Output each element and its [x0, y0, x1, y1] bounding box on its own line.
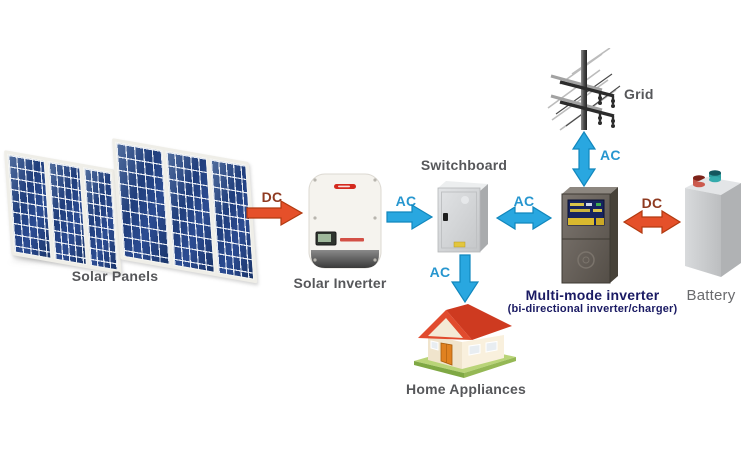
dc-label-multimode-battery: DC: [641, 195, 663, 211]
ac-arrow-switchboard-multimode-icon: [495, 205, 553, 231]
house-icon: [414, 304, 516, 378]
solar-panels-label: Solar Panels: [71, 268, 159, 284]
solar-inverter-label: Solar Inverter: [293, 275, 387, 291]
switchboard-latch: [443, 213, 448, 221]
pv-module: [165, 150, 215, 273]
home-appliances-label: Home Appliances: [406, 381, 526, 397]
switchboard-icon: [437, 181, 488, 253]
ac-arrow-grid-multimode-icon: [571, 130, 597, 188]
dc-arrow-panels-to-inverter-icon: [246, 199, 304, 227]
battery-icon: [685, 170, 741, 277]
panel-array-2: [112, 138, 258, 284]
switchboard-door: [441, 191, 477, 249]
ac-label-inverter-to-switchboard: AC: [395, 193, 417, 209]
house-window: [485, 340, 498, 353]
grid-crossarms: [559, 80, 615, 128]
multimode-knob: [577, 251, 595, 269]
battery-terminal-negative: [693, 175, 705, 181]
ac-arrow-inverter-to-switchboard-icon: [386, 203, 434, 231]
pv-module: [47, 160, 87, 266]
grid-pole-icon: [547, 48, 621, 131]
panel-array-1: [4, 150, 122, 275]
switchboard-label: Switchboard: [420, 157, 508, 173]
dc-label-panels-to-inverter: DC: [261, 189, 283, 205]
solar-inverter-icon: [308, 173, 382, 269]
inverter-vent-band: [311, 250, 379, 268]
multimode-inverter-icon: [561, 187, 618, 284]
grid-crossarm-echo: [550, 74, 603, 112]
pv-module: [115, 141, 171, 266]
pv-module: [7, 153, 52, 259]
dc-arrow-multimode-battery-icon: [622, 209, 682, 235]
ac-label-switchboard-multimode: AC: [513, 193, 535, 209]
house-window: [468, 343, 481, 356]
grid-label: Grid: [624, 86, 654, 102]
multimode-inverter-label: Multi-mode inverter: [525, 287, 660, 303]
ac-label-grid-multimode: AC: [600, 147, 621, 163]
battery-label: Battery: [686, 287, 736, 304]
house-roof-main: [446, 304, 512, 340]
multimode-inverter-sublabel: (bi-directional inverter/charger): [507, 303, 678, 315]
pv-module: [83, 166, 119, 271]
house-window: [430, 340, 439, 351]
battery-terminal-positive: [709, 170, 721, 176]
grid-pole: [581, 50, 587, 130]
ac-label-switchboard-home: AC: [429, 264, 451, 280]
ac-arrow-switchboard-home-icon: [451, 254, 479, 304]
